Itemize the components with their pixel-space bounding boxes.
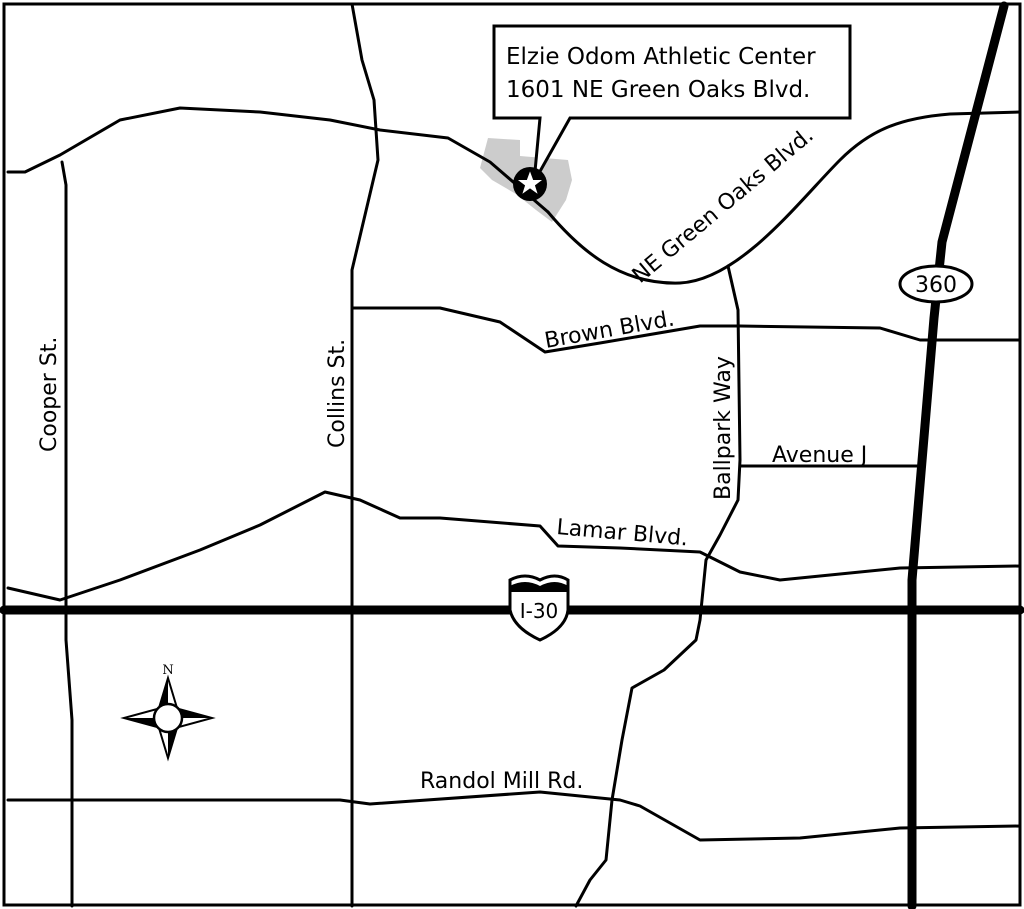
road-ballpark-way <box>574 264 742 908</box>
sh360-shield: 360 <box>898 264 974 304</box>
road-green-oaks-east <box>546 110 1022 285</box>
highway-sh360 <box>907 1 1009 909</box>
star-icon <box>513 167 547 201</box>
sh360-label: 360 <box>915 273 957 298</box>
location-callout: Elzie Odom Athletic Center 1601 NE Green… <box>492 24 852 183</box>
label-avenue-j: Avenue J <box>772 443 867 468</box>
road-green-oaks-west <box>6 106 550 214</box>
callout-address: 1601 NE Green Oaks Blvd. <box>506 77 810 103</box>
callout-name: Elzie Odom Athletic Center <box>506 44 816 70</box>
label-ballpark-way: Ballpark Way <box>711 356 736 500</box>
road-cooper-st <box>60 160 74 908</box>
road-randol-mill <box>6 790 1022 842</box>
label-collins-st: Collins St. <box>325 339 350 448</box>
road-lamar-blvd <box>6 490 1022 602</box>
label-randol-mill: Randol Mill Rd. <box>420 769 583 794</box>
compass-north-label: N <box>162 663 173 678</box>
i30-shield: I-30 <box>508 574 570 642</box>
compass-rose-icon: N <box>120 663 216 762</box>
label-cooper-st: Cooper St. <box>37 337 62 452</box>
road-brown-blvd <box>350 306 1022 354</box>
i30-label: I-30 <box>520 599 559 623</box>
